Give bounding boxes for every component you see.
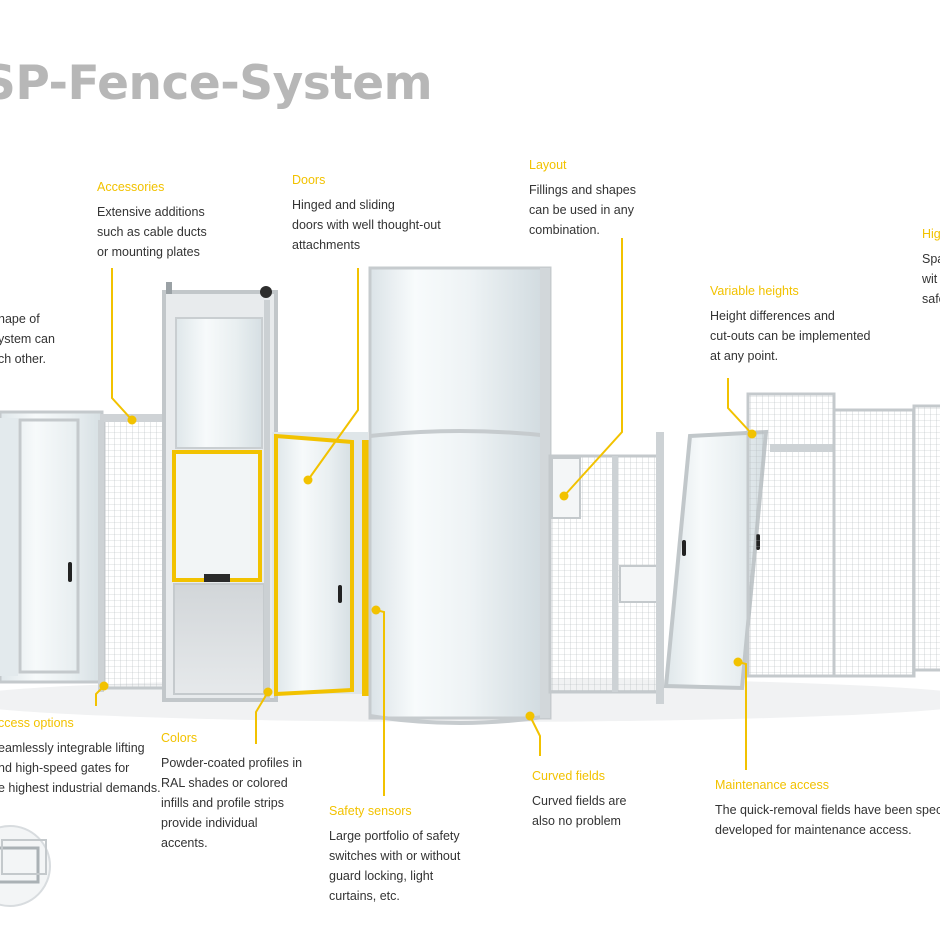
leader-colors <box>255 691 269 744</box>
callout-line: e highest industrial demands. <box>0 781 161 795</box>
callout-heading: Layout <box>529 158 567 172</box>
left-glass-panel <box>0 410 104 684</box>
callout-heading: ccess options <box>0 716 74 730</box>
leader-dots <box>99 415 757 721</box>
callout-line: RAL shades or colored <box>161 776 288 790</box>
leader-accessories <box>111 268 133 421</box>
callout-line: Powder-coated profiles in <box>161 756 303 770</box>
callout-line: The quick-removal fields have been speci… <box>715 803 940 817</box>
page-title: SP-Fence-System <box>0 56 433 111</box>
callout-heading: Doors <box>292 173 326 187</box>
leader-doors <box>307 268 359 481</box>
callout-line: such as cable ducts <box>97 225 207 239</box>
callout-access-options: ccess options eamlessly integrable lifti… <box>0 716 161 798</box>
left-mesh-panel <box>98 414 166 692</box>
callout-line: Spa <box>922 252 940 266</box>
dot-accessories <box>127 415 137 425</box>
callout-line: doors with well thought-out <box>292 218 441 232</box>
callout-line: switches with or without <box>329 849 461 863</box>
callout-line: guard locking, light <box>329 869 434 883</box>
callout-line: attachments <box>292 238 361 252</box>
callout-line: combination. <box>529 223 600 237</box>
dot-safety-sensors <box>371 605 381 615</box>
right-mesh-panels <box>746 392 940 678</box>
callout-colors: Colors Powder-coated profiles in RAL sha… <box>161 731 302 853</box>
leader-layout <box>563 238 623 497</box>
callout-line: developed for maintenance access. <box>715 823 912 837</box>
dot-doors <box>303 475 313 485</box>
yellow-hinged-door <box>272 432 370 697</box>
callout-variable-heights: Variable heights Height differences and … <box>710 284 871 366</box>
callout-heading: Maintenance access <box>715 778 829 792</box>
callout-shape: hape of ystem can ch other. <box>0 309 55 369</box>
dot-access-options <box>99 681 109 691</box>
callout-layout: Layout Fillings and shapes can be used i… <box>529 158 636 240</box>
callout-heading: Curved fields <box>532 769 605 783</box>
callout-line: curtains, etc. <box>329 889 400 903</box>
callout-line: ch other. <box>0 352 46 366</box>
callout-line: can be used in any <box>529 203 634 217</box>
dot-variable-heights <box>747 429 757 439</box>
callout-line: infills and profile strips <box>161 796 284 810</box>
callout-curved-fields: Curved fields Curved fields are also no … <box>532 769 627 831</box>
callout-doors: Doors Hinged and sliding doors with well… <box>292 173 441 255</box>
callout-line: Extensive additions <box>97 205 205 219</box>
callout-line: Large portfolio of safety <box>329 829 460 843</box>
callout-line: accents. <box>161 836 208 850</box>
callout-line: hape of <box>0 312 40 326</box>
callout-maintenance-access: Maintenance access The quick-removal fie… <box>715 778 940 840</box>
corner-thumbnail <box>0 825 51 907</box>
callout-line: Fillings and shapes <box>529 183 637 197</box>
curved-glass-cylinder <box>368 266 552 725</box>
callout-line: cut-outs can be implemented <box>710 329 871 343</box>
callout-line: also no problem <box>532 814 621 828</box>
callout-line: wit <box>922 272 938 286</box>
callout-heading: Colors <box>161 731 198 745</box>
mesh-cutout-section <box>548 432 664 704</box>
dot-colors <box>263 687 273 697</box>
callout-line: provide individual <box>161 816 258 830</box>
callout-line: Hinged and sliding <box>292 198 395 212</box>
dot-curved-fields <box>525 711 535 721</box>
leader-curved-fields <box>529 715 541 756</box>
callout-line: ystem can <box>0 332 55 346</box>
callout-line: safe <box>922 292 940 306</box>
leader-variable-heights <box>727 378 753 435</box>
maintenance-glass-panel <box>663 429 769 691</box>
callout-heading: Safety sensors <box>329 804 412 818</box>
tall-door-frame <box>162 282 278 702</box>
callout-heading: Hig <box>922 227 940 241</box>
callout-heading: Accessories <box>97 180 165 194</box>
callout-line: at any point. <box>710 349 779 363</box>
callout-safety-sensors: Safety sensors Large portfolio of safety… <box>329 804 460 906</box>
callout-line: Height differences and <box>710 309 835 323</box>
dot-maintenance <box>733 657 743 667</box>
callout-heading: Variable heights <box>710 284 799 298</box>
callout-line: eamlessly integrable lifting <box>0 741 145 755</box>
callout-line: nd high-speed gates for <box>0 761 130 775</box>
callout-accessories: Accessories Extensive additions such as … <box>97 180 207 262</box>
callout-line: Curved fields are <box>532 794 627 808</box>
dot-layout <box>559 491 569 501</box>
callout-line: or mounting plates <box>97 245 200 259</box>
callout-highlight: Hig Spa wit safe <box>922 227 940 309</box>
